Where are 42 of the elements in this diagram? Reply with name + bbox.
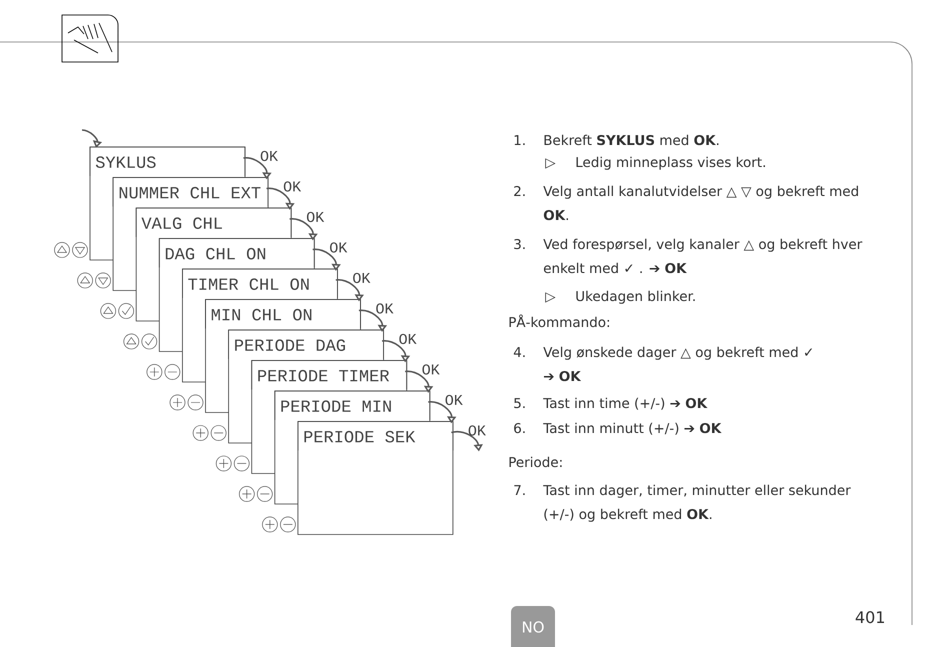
edge-label: OK [330, 242, 348, 253]
display-header: NUMMER CHL EXT [112, 177, 268, 207]
edge-label: OK [399, 334, 417, 344]
edge-label: OK [446, 394, 463, 406]
edge-label: OK [260, 150, 278, 162]
page-number: 401 [856, 611, 884, 624]
display-header: MIN CHL ON [205, 299, 361, 329]
result-text: Ledig minneplass vises kort. [576, 156, 765, 170]
instruction-text: Tast inn dager, timer, minutter eller sekunder (+/-) og bekreft med OK. [543, 484, 851, 522]
display-header: PERIODE TIMER [251, 360, 408, 390]
result-marker: ▷ [545, 292, 556, 303]
display-header: TIMER CHL ON [182, 268, 338, 298]
edge-label: OK [353, 272, 370, 284]
section-heading: Periode: [510, 456, 562, 468]
step-number: 2. [514, 186, 525, 196]
language-tab: NO [511, 606, 555, 647]
edge-label: OK [422, 364, 440, 375]
result-marker: ▷ [545, 158, 556, 169]
display-header: VALG CHL [136, 208, 292, 238]
display-header: PERIODE DAG [228, 330, 384, 360]
edge-label: OK [376, 303, 394, 314]
instruction-text: Bekreft SYKLUS med OK. [544, 134, 718, 146]
display-header: DAG CHL ON [158, 238, 315, 268]
display-header: SYKLUS [90, 146, 246, 176]
display-header: PERIODE SEK [298, 421, 454, 451]
edge-label: OK [468, 425, 486, 436]
edge-label: OK [284, 181, 302, 192]
instruction-text: Tast inn time (+/-) ➔ OK [543, 398, 708, 410]
edge-label: OK [306, 212, 324, 222]
step-number: 4. [514, 347, 525, 357]
display-header: PERIODE MIN [274, 390, 430, 420]
instruction-text: Tast inn minutt (+/-) ➔ OK [543, 422, 722, 435]
step-number: 3. [514, 238, 525, 250]
step-number: 5. [514, 398, 525, 408]
step-number: 7. [514, 485, 525, 495]
instruction-text: Velg ønskede dager △ og bekreft med ✓ ➔ OK [543, 346, 812, 382]
step-number: 6. [514, 422, 525, 434]
section-heading: PÅ-kommando: [510, 314, 609, 328]
step-number: 1. [514, 135, 525, 145]
instruction-text: Velg antall kanalutvidelser △ ▽ og bekreft med OK. [543, 186, 858, 220]
result-text: Ukedagen blinker. [576, 290, 695, 304]
instruction-text: Ved forespørsel, velg kanaler △ og bekreft hver enkelt med ✓ . ➔ OK [543, 238, 862, 274]
